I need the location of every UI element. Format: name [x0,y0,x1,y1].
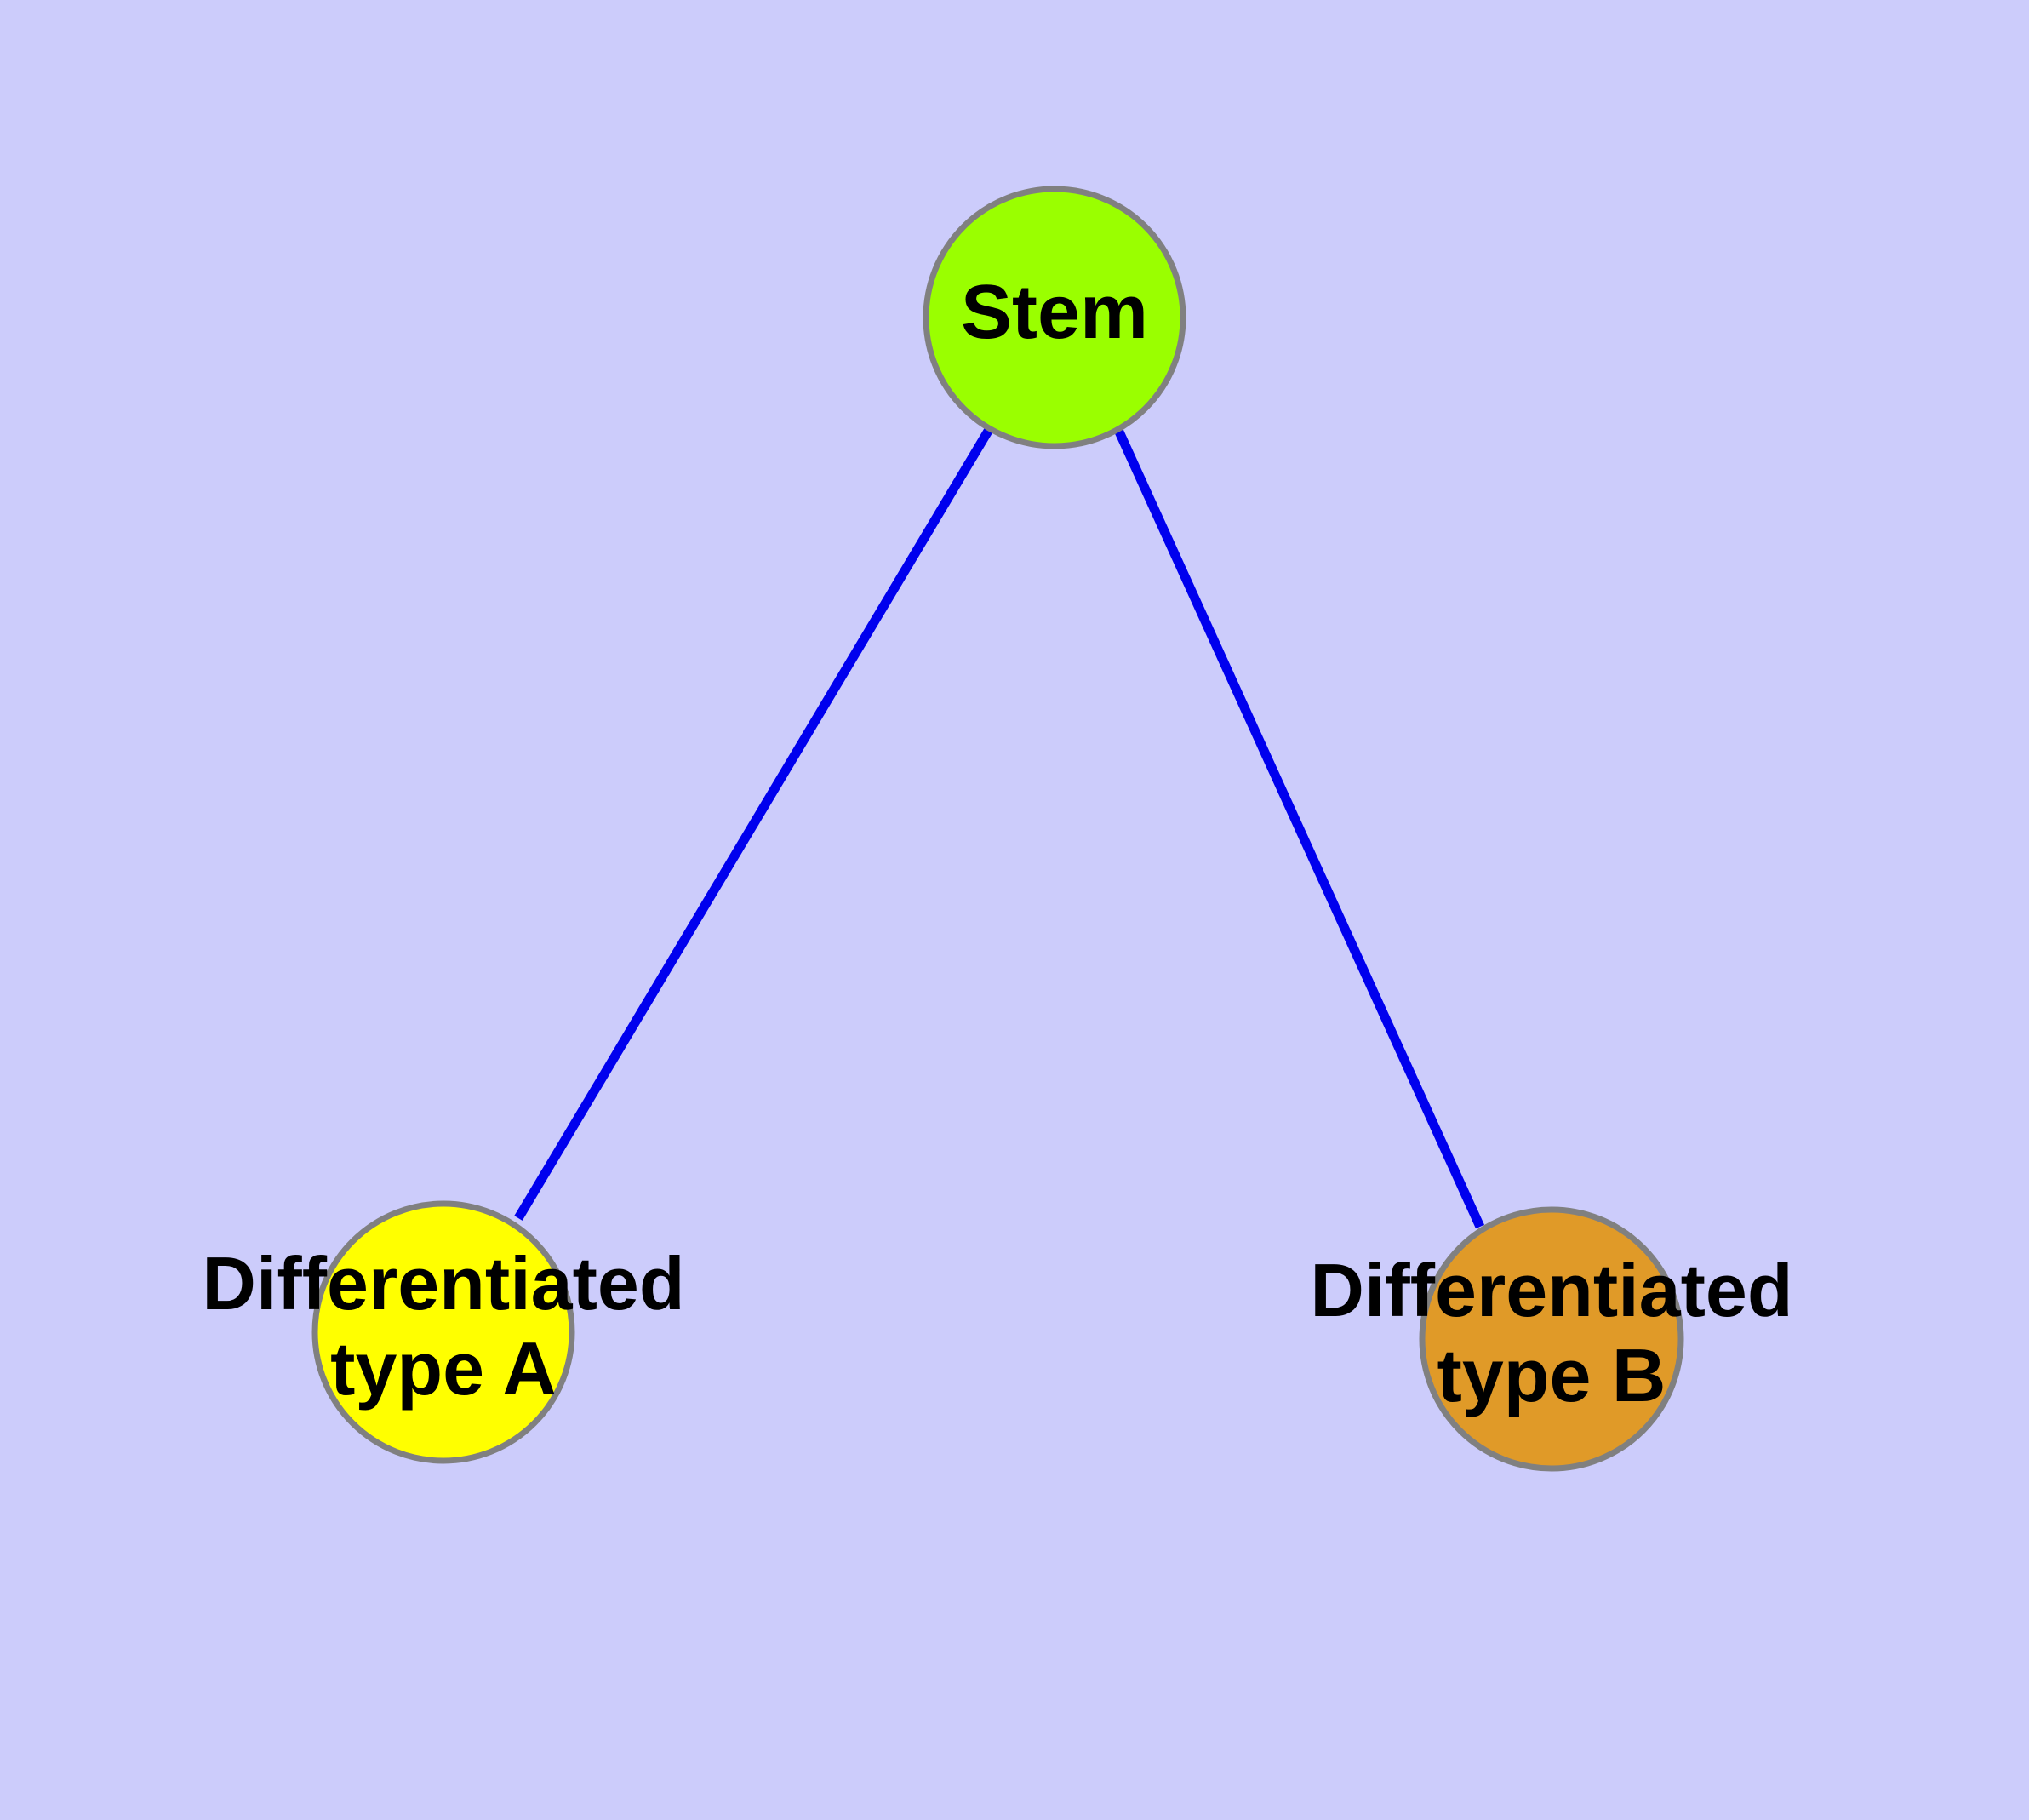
node-label-line: Differentiated [202,1241,684,1325]
nodes-group [311,186,1684,1472]
edges-group [514,426,1485,1229]
node-label-line: type A [330,1326,557,1411]
node-diff-a[interactable] [311,1200,575,1464]
edge-stem-to-diff-a [514,426,994,1221]
node-stem[interactable] [923,186,1186,449]
node-label-line: type B [1437,1333,1666,1417]
edge-stem-to-diff-b [1113,427,1485,1229]
node-label-line: Stem [961,270,1148,355]
node-label-stem: Stem [961,270,1148,355]
node-diff-b[interactable] [1419,1206,1684,1472]
node-label-line: Differentiated [1310,1248,1792,1332]
